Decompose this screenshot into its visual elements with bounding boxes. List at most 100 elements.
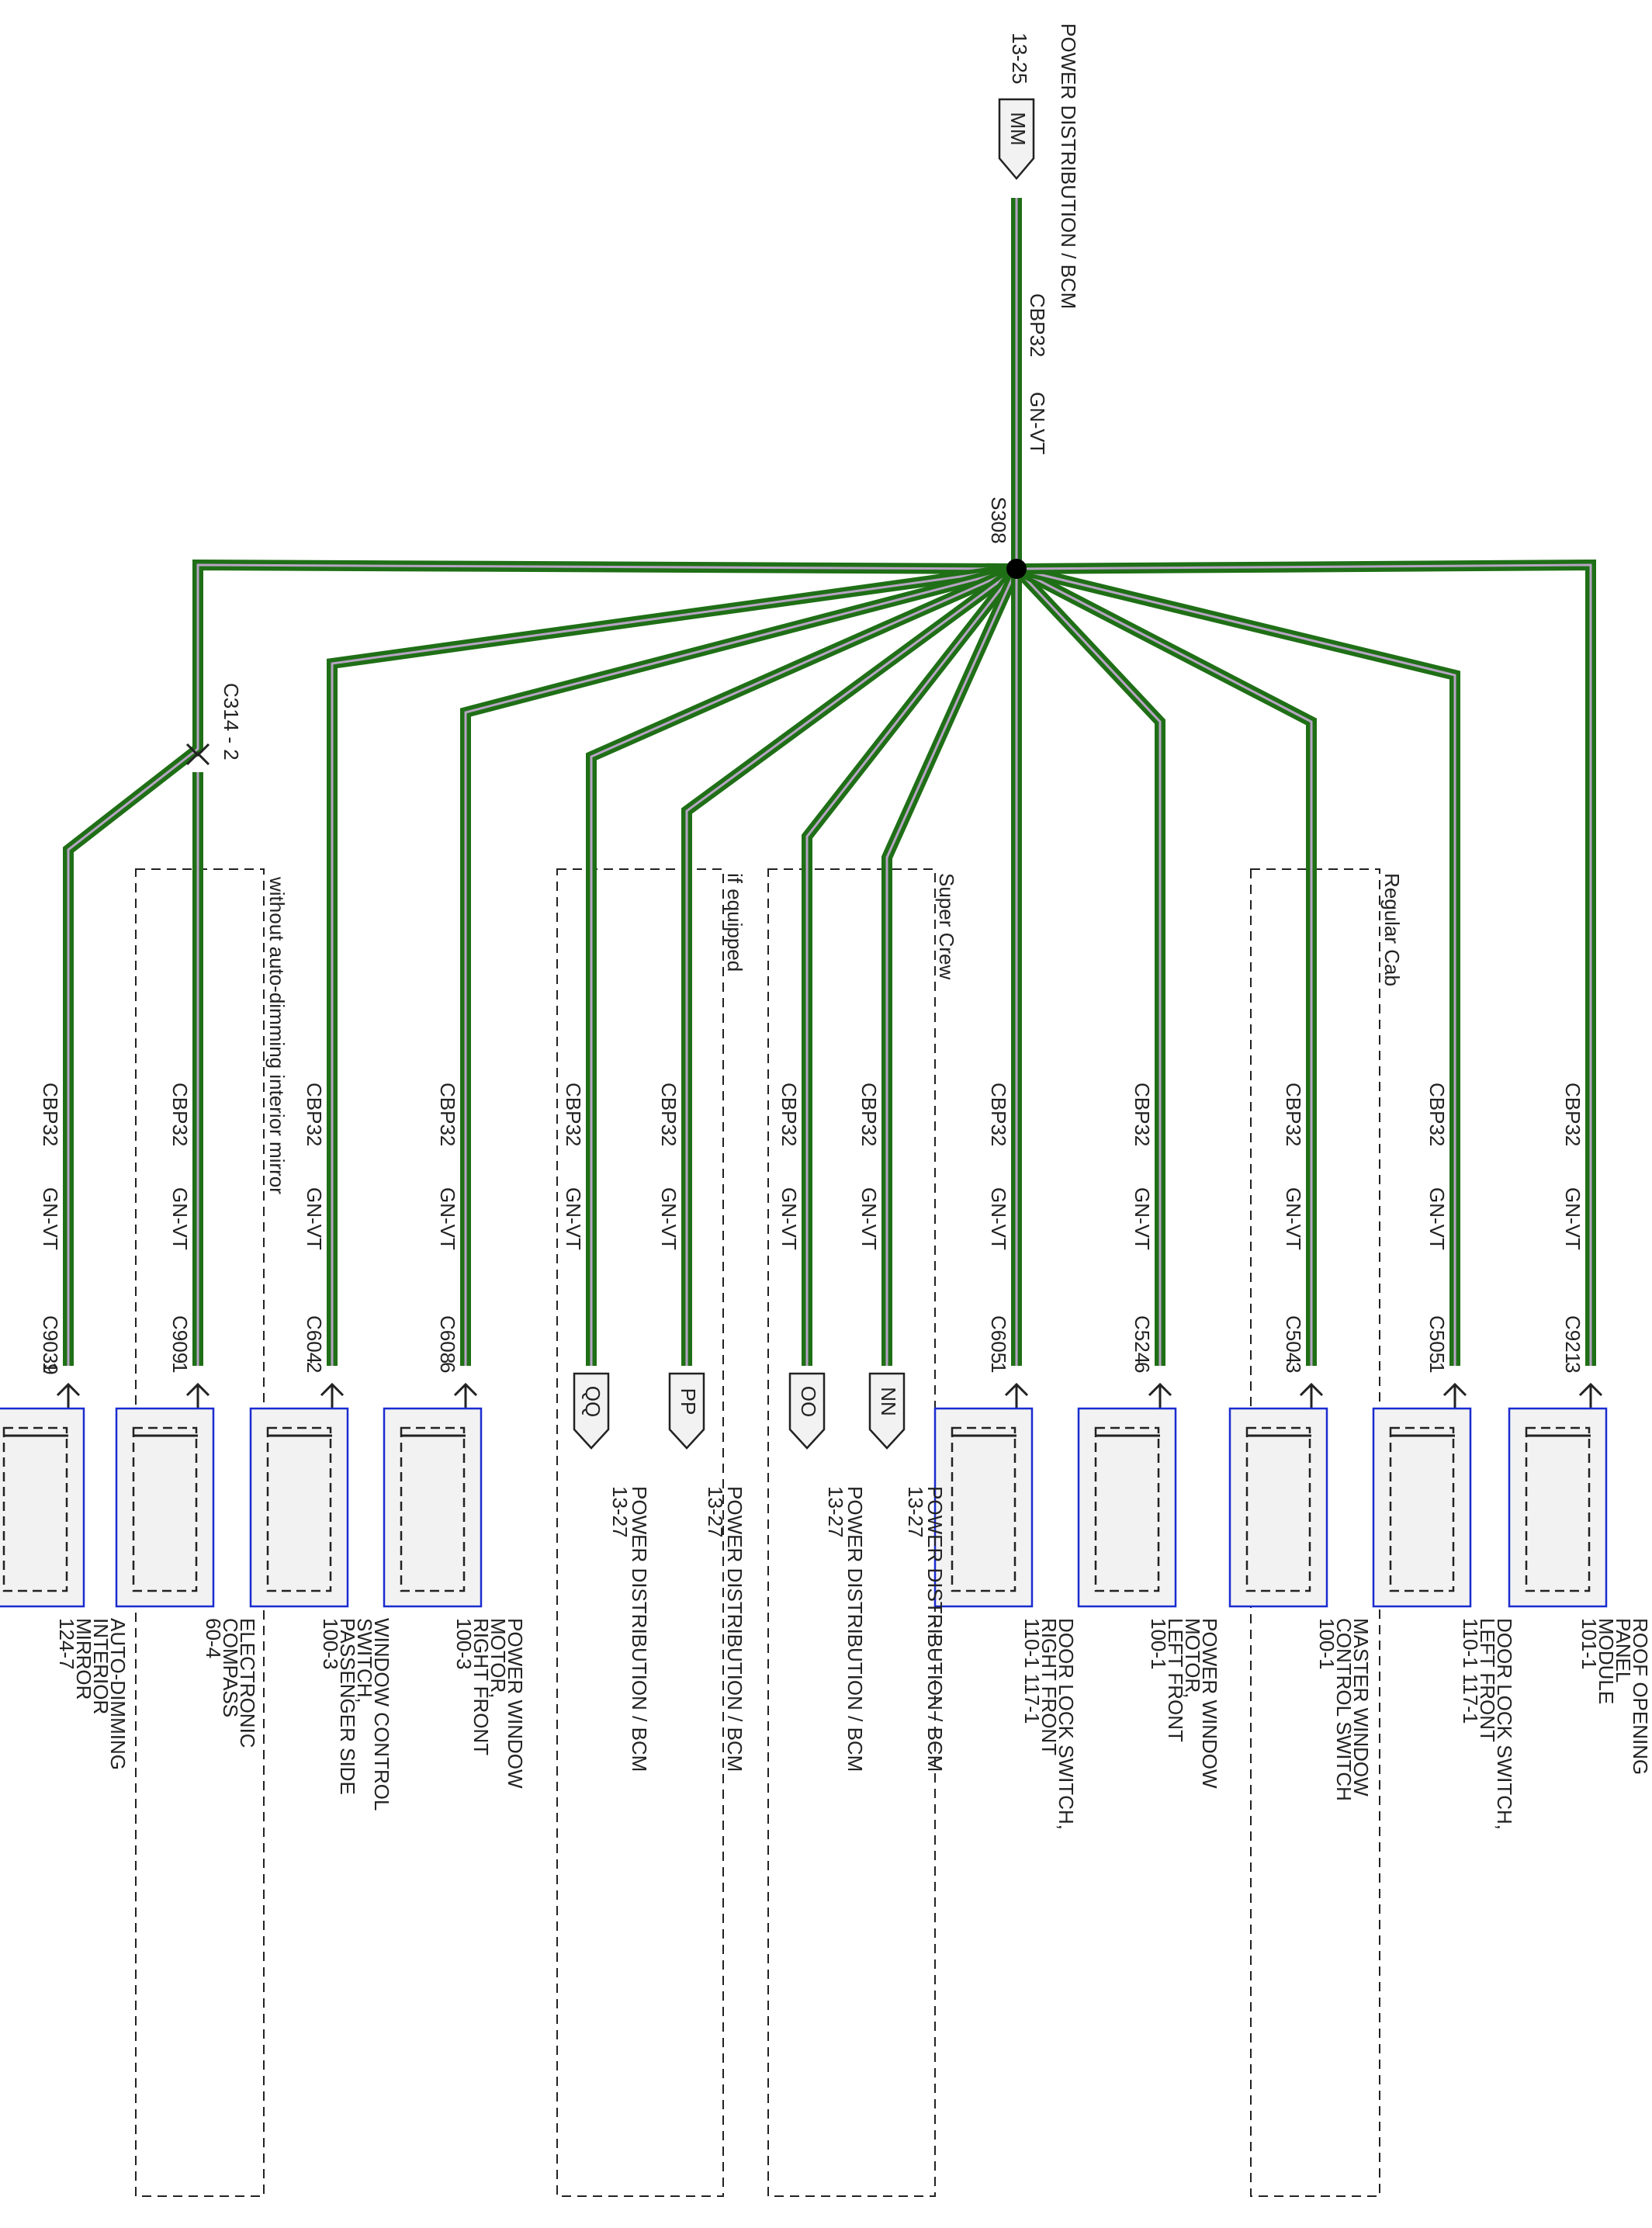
component-body	[1372, 1407, 1472, 1608]
branch-wire-stripe	[590, 567, 1017, 1366]
branch-circuit-label: CBP32	[778, 1083, 801, 1146]
components	[0, 98, 1608, 1608]
branch-wire-color-label: GN-VT	[1282, 1187, 1305, 1250]
offpage-destination-label: POWER DISTRIBUTION / BCM	[723, 1486, 746, 1772]
offpage-page-ref: 13-27	[608, 1486, 632, 1538]
component-name-line: AUTO-DIMMING	[106, 1618, 130, 1770]
offpage-page-ref: 13-27	[824, 1486, 847, 1538]
branch-wire	[681, 564, 1020, 1366]
branch-circuit-label: CBP32	[857, 1083, 881, 1146]
offpage-tag-label: OO	[797, 1386, 820, 1417]
branch-wire-stripe	[685, 567, 1017, 1366]
group-label: if equipped	[723, 873, 746, 972]
splice-label: S308	[987, 497, 1010, 544]
offpage-tag	[788, 1372, 826, 1450]
branch-wire	[1015, 563, 1460, 1366]
component-name-line: CONTROL SWITCH	[1332, 1618, 1356, 1801]
component-name-line: 110-1 117-1	[1020, 1618, 1044, 1724]
component-body	[249, 1407, 349, 1608]
pin-number-label: 1	[987, 1362, 1010, 1373]
branch-circuit-label: CBP32	[39, 1083, 62, 1146]
source-tag-label: MM	[1006, 112, 1030, 145]
branch-wire-stripe	[67, 563, 1017, 1366]
branch-wire-color-label: GN-VT	[562, 1187, 585, 1250]
branch-circuit-label: CBP32	[987, 1083, 1010, 1146]
component-name-line: RIGHT FRONT	[469, 1618, 493, 1755]
component-name-line: PASSENGER SIDE	[336, 1618, 359, 1795]
branch-wire-color-label: GN-VT	[987, 1187, 1010, 1250]
source-circuit-label: CBP32	[1026, 293, 1049, 357]
component-internal	[1245, 1426, 1311, 1592]
pin-number-label: 1	[1425, 1362, 1449, 1373]
branch-circuit-label: CBP32	[1561, 1083, 1584, 1146]
component-internal	[2, 1426, 68, 1592]
offpage-tag-label: QQ	[581, 1386, 604, 1417]
branch-wire-stripe	[1016, 567, 1313, 1366]
offpage-page-ref: 13-27	[904, 1486, 927, 1538]
component-name-line: COMPASS	[219, 1618, 242, 1717]
component-body	[1077, 1407, 1177, 1608]
branch-circuit-label: CBP32	[1131, 1083, 1154, 1146]
group-label: without auto-dimming interior mirror	[265, 876, 289, 1194]
component-internal	[400, 1426, 466, 1592]
connector-id-label: C524	[1131, 1315, 1154, 1363]
pin-number-label: 2	[303, 1362, 326, 1373]
connector-id-label: C505	[1425, 1315, 1449, 1363]
dashed-group-box	[556, 868, 724, 2197]
branch-circuit-label: CBP32	[436, 1083, 459, 1146]
branch-circuit-label: CBP32	[562, 1083, 585, 1146]
branch-circuit-label: CBP32	[1425, 1083, 1449, 1146]
component-body	[0, 1407, 85, 1608]
pin-number-label: 1	[39, 1362, 62, 1373]
offpage-tag-label: PP	[677, 1388, 700, 1415]
inline-connector-label: C314 - 2	[220, 683, 243, 761]
pin-number-label: 1	[168, 1362, 192, 1373]
component-name-line: 110-1 117-1	[1459, 1618, 1482, 1724]
branch-wire-stripe	[331, 567, 1017, 1366]
branch-wire	[881, 567, 1022, 1366]
component-name-line: 100-3	[319, 1618, 342, 1670]
branch-wire-color-label: GN-VT	[1561, 1187, 1584, 1250]
component-internal	[1094, 1426, 1160, 1592]
branch-wire	[802, 565, 1021, 1366]
source-title: POWER DISTRIBUTION / BCM	[1057, 23, 1080, 309]
branch-circuit-label: CBP32	[1282, 1083, 1305, 1146]
component-name-line: DOOR LOCK SWITCH,	[1055, 1618, 1078, 1830]
branch-wire-color-label: GN-VT	[857, 1187, 881, 1250]
component-body	[933, 1407, 1034, 1608]
connector-id-label: C605	[987, 1315, 1010, 1363]
component-internal	[951, 1426, 1016, 1592]
pin-number-label: 3	[1561, 1362, 1584, 1373]
offpage-page-ref: 13-27	[704, 1486, 727, 1538]
branch-wire	[327, 563, 1017, 1366]
connector-id-label: C604	[303, 1315, 326, 1363]
branch-wire-color-label: GN-VT	[168, 1187, 192, 1250]
component-name-line: SWITCH,	[353, 1618, 376, 1703]
component-internal	[1525, 1426, 1591, 1592]
component-body	[383, 1407, 483, 1608]
branch-wire	[460, 563, 1018, 1366]
component-name-line: 101-1	[1578, 1618, 1601, 1670]
component-name-line: INTERIOR	[89, 1618, 113, 1714]
source-wire-color-label: GN-VT	[1026, 392, 1049, 455]
inline-connector-symbol	[185, 751, 210, 766]
offpage-tag-label: NN	[877, 1387, 900, 1416]
branch-wire-stripe	[885, 568, 1018, 1366]
pin-number-label: 3	[1282, 1362, 1305, 1373]
component-internal	[1389, 1426, 1455, 1592]
component-name-line: 100-1	[1315, 1618, 1339, 1670]
component-internal	[266, 1426, 332, 1592]
component-name-line: ROOF OPENING	[1629, 1618, 1652, 1775]
component-name-line: POWER WINDOW	[1198, 1618, 1221, 1789]
branch-wire-stripe	[464, 567, 1017, 1366]
branch-wire	[1016, 559, 1596, 1366]
branch-wire-conductor	[802, 565, 1021, 1366]
branch-wire-color-label: GN-VT	[1131, 1187, 1154, 1250]
branch-circuit-label: CBP32	[168, 1083, 192, 1146]
component-name-line: LEFT FRONT	[1164, 1618, 1187, 1742]
component-name-line: MODULE	[1595, 1618, 1618, 1704]
component-body	[115, 1407, 215, 1608]
component-name-line: LEFT FRONT	[1476, 1618, 1499, 1742]
